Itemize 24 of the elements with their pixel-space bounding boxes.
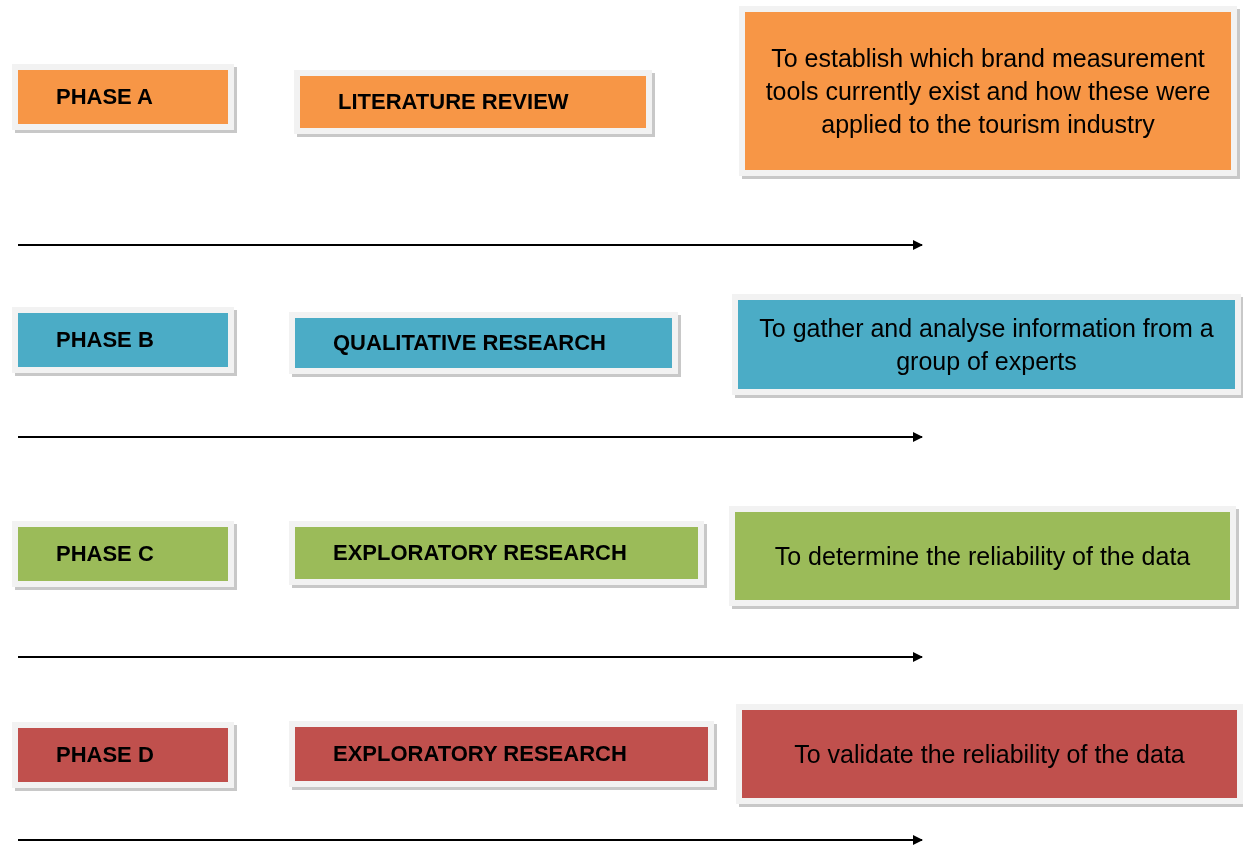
phase-label: EXPLORATORY RESEARCH xyxy=(333,540,627,566)
objective-text: To determine the reliability of the data xyxy=(774,540,1191,572)
phase-box xyxy=(12,521,234,587)
phase-box xyxy=(12,722,234,788)
method-box xyxy=(289,312,678,374)
phase-label: EXPLORATORY RESEARCH xyxy=(333,741,627,767)
phase-label: LITERATURE REVIEW xyxy=(338,89,569,115)
objective-text: To gather and analyse information from a group of experts xyxy=(758,312,1215,377)
method-box xyxy=(289,721,714,787)
phase-label: PHASE B xyxy=(56,327,154,353)
phase-label: PHASE D xyxy=(56,742,154,768)
objective-text: To establish which brand measurement tools currently exist and how these were applied to the tourism industry xyxy=(764,42,1212,140)
method-box xyxy=(294,70,652,134)
phase-label: PHASE A xyxy=(56,84,153,110)
objective-box xyxy=(729,506,1236,606)
objective-box xyxy=(739,6,1237,176)
objective-box xyxy=(732,294,1241,395)
objective-text: To validate the reliability of the data xyxy=(794,738,1185,770)
phase-label: PHASE C xyxy=(56,541,154,567)
phase-box xyxy=(12,307,234,373)
phase-box xyxy=(12,64,234,130)
method-box xyxy=(289,521,704,585)
objective-box xyxy=(736,704,1243,804)
phase-label: QUALITATIVE RESEARCH xyxy=(333,330,606,356)
